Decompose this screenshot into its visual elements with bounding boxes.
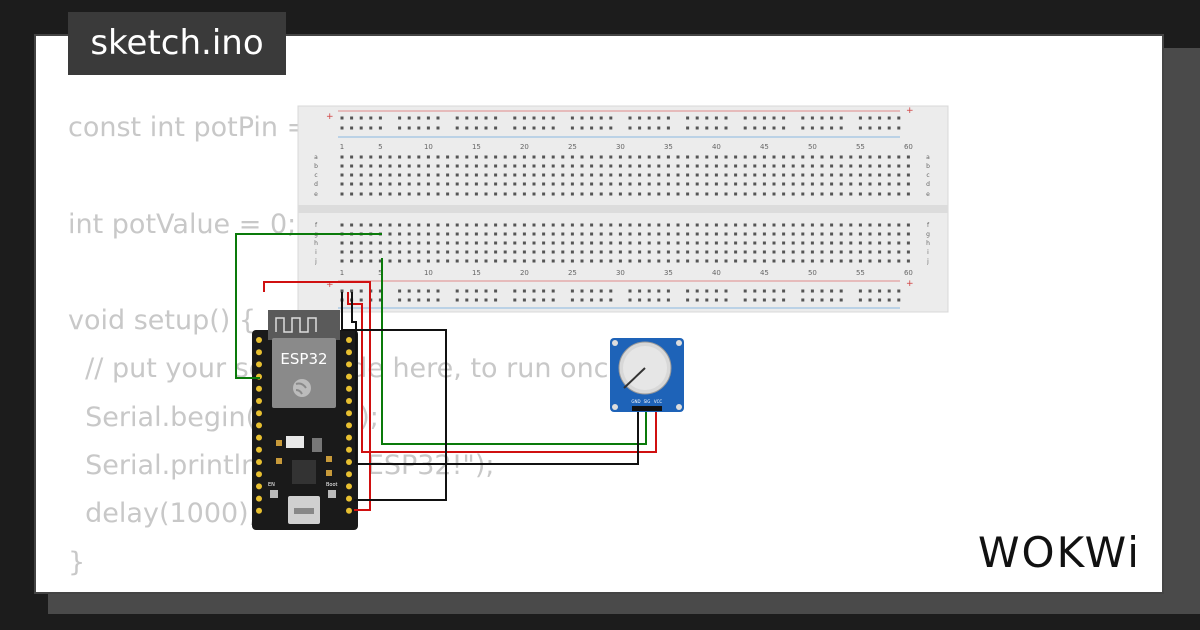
code-line: Serial.println("Hello, ESP32!"); xyxy=(68,450,495,482)
code-line: const int potPin = 34; xyxy=(68,112,362,143)
code-line: Serial.begin(115200); xyxy=(68,401,379,433)
file-tab[interactable]: sketch.ino xyxy=(68,12,286,75)
code-line xyxy=(68,152,634,200)
code-line: // put your setup code here, to run once… xyxy=(68,353,635,385)
code-line xyxy=(68,249,634,297)
wokwi-logo: WOKWi xyxy=(978,528,1141,577)
code-background: const int potPin = 34; int potValue = 0; v… xyxy=(68,104,634,587)
code-line: delay(1000); xyxy=(68,498,258,530)
code-line: void setup() { xyxy=(68,305,257,337)
code-line: int potValue = 0; xyxy=(68,208,297,240)
code-line: } xyxy=(68,546,86,578)
